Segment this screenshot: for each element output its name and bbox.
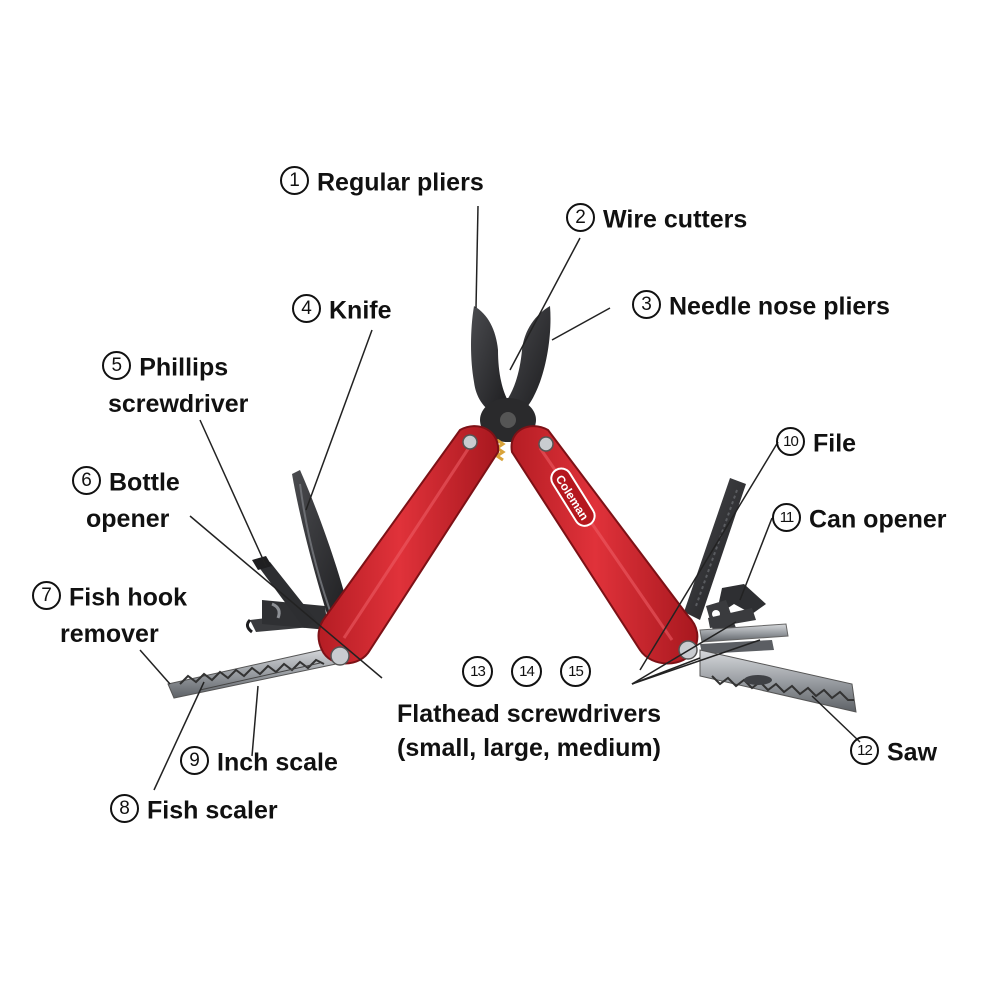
right-handle: Coleman: [510, 425, 699, 665]
badge-15: 15: [560, 656, 591, 687]
badge-8: 8: [110, 793, 139, 823]
leader-phillips: [199, 419, 267, 567]
leader-flathead-3: [631, 621, 737, 685]
label-flathead-screwdrivers: Flathead screwdrivers (small, large, med…: [396, 700, 661, 762]
leader-knife: [305, 329, 373, 511]
badge-11: 11: [772, 502, 801, 532]
fish-scaler-saw-left: [167, 647, 337, 699]
leader-can-opener: [739, 517, 773, 601]
leader-file: [639, 441, 779, 671]
badge-3: 3: [632, 289, 661, 319]
badge-12: 12: [850, 735, 879, 765]
phillips-screwdriver-tool: [252, 556, 316, 628]
badge-2: 2: [566, 202, 595, 232]
leader-fish-hook: [139, 649, 171, 685]
leader-needle-nose: [551, 307, 611, 341]
badge-13: 13: [462, 656, 493, 687]
left-handle: [317, 425, 500, 666]
file-tool: [684, 478, 746, 620]
badge-7: 7: [32, 580, 61, 610]
leader-saw: [811, 695, 861, 743]
leader-bottle-opener: [189, 515, 383, 679]
pliers-jaws: [471, 306, 551, 462]
flathead-screwdrivers-tools: [699, 608, 789, 654]
badge-14: 14: [511, 656, 542, 687]
badge-10: 10: [776, 426, 805, 456]
knife-blade: [292, 470, 352, 630]
saw-blade-right: [699, 649, 857, 713]
leader-regular-pliers: [475, 205, 479, 309]
badge-6: 6: [72, 465, 101, 495]
leader-lines: [139, 205, 861, 791]
leader-fish-scaler: [153, 681, 205, 791]
badge-1: 1: [280, 165, 309, 195]
leader-wire-cutters: [509, 237, 581, 371]
badge-5: 5: [102, 350, 132, 380]
badge-4: 4: [292, 293, 321, 323]
leader-flathead-2: [631, 639, 761, 685]
leader-inch-scale: [251, 685, 259, 757]
badge-9: 9: [180, 745, 209, 775]
